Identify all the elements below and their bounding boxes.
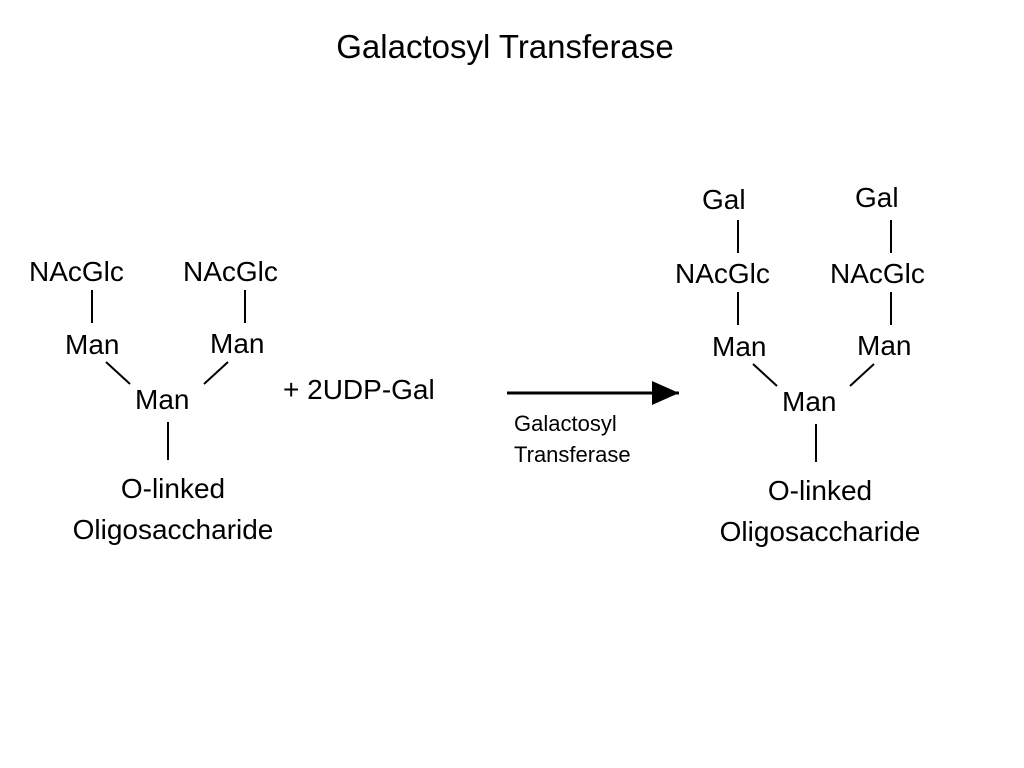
bond-product-right-man-core <box>849 363 875 387</box>
bond-substrate-left-man-core <box>105 361 131 385</box>
slide-title: Galactosyl Transferase <box>336 28 674 65</box>
substrate-base-line1: O-linked <box>120 473 226 504</box>
product-base-line1: O-linked <box>767 475 873 506</box>
substrate-left-nacglc: NAcGlc <box>29 256 124 287</box>
enzyme-line2: Transferase <box>514 442 631 467</box>
substrate-right-nacglc: NAcGlc <box>183 256 278 287</box>
product-base-label: O-linked Oligosaccharide <box>690 470 950 552</box>
product-left-man: Man <box>712 331 767 362</box>
substrate-base-line2: Oligosaccharide <box>72 514 274 545</box>
product-right-man: Man <box>857 330 912 361</box>
product-left-nacglc: NAcGlc <box>675 258 770 289</box>
product-core-man: Man <box>782 386 837 417</box>
substrate-right-man: Man <box>210 328 265 359</box>
enzyme-line1: Galactosyl <box>514 411 617 436</box>
product-right-gal: Gal <box>855 182 899 213</box>
bond-substrate-right-man-core <box>203 361 229 385</box>
enzyme-label: Galactosyl Transferase <box>514 408 631 470</box>
substrate-base-label: O-linked Oligosaccharide <box>43 468 303 550</box>
bond-product-left-man-core <box>752 363 778 387</box>
substrate-core-man: Man <box>135 384 190 415</box>
product-base-line2: Oligosaccharide <box>719 516 921 547</box>
substrate-left-man: Man <box>65 329 120 360</box>
product-right-nacglc: NAcGlc <box>830 258 925 289</box>
cosubstrate-label: + 2UDP-Gal <box>283 374 435 405</box>
product-left-gal: Gal <box>702 184 746 215</box>
